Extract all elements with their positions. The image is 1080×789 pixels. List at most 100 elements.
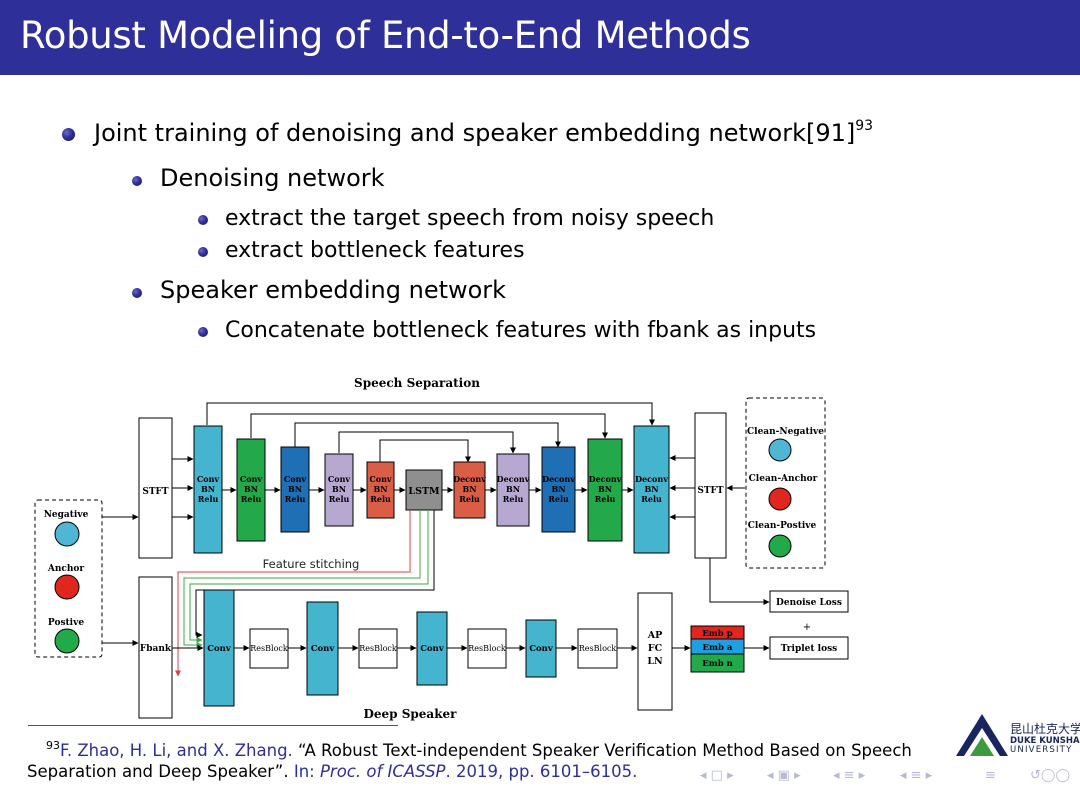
deconv-block-label: Relu	[641, 494, 662, 504]
logo-english-line-1: DUKE KUNSHAN	[1010, 736, 1080, 746]
footnote-in-label: In:	[293, 762, 315, 781]
stft-right-box	[694, 412, 727, 559]
nav-prev-section-icon[interactable]: ◂ ▣ ▸	[767, 768, 801, 783]
conv-block-label: Conv	[197, 474, 220, 484]
conv-block-label: BN	[244, 484, 258, 494]
encoder-conv-block-1	[193, 425, 223, 554]
speaker-resblock-1	[249, 628, 289, 669]
ap-fc-ln-box	[637, 592, 673, 711]
deconv-block-label: Deconv	[453, 474, 486, 484]
footnote-authors: F. Zhao, H. Li, and X. Zhang.	[60, 741, 293, 760]
emb-n-box	[690, 653, 745, 673]
deconv-block-label: Deconv	[635, 474, 668, 484]
stft-left-label: STFT	[142, 487, 169, 497]
postive-dot	[54, 628, 80, 654]
speaker-resblock-3	[467, 628, 507, 669]
conv-block-label: Conv	[328, 474, 351, 484]
emb-n-label: Emb n	[702, 659, 733, 669]
bullet-joint-training: Joint training of denoising and speaker …	[94, 118, 874, 147]
lstm-label: LSTM	[408, 486, 440, 497]
conv-block-label: BN	[201, 484, 215, 494]
conv-block-label: Relu	[370, 494, 391, 504]
fc-label: FC	[648, 643, 663, 654]
speaker-conv-label: Conv	[207, 644, 232, 654]
conv-block-label: Conv	[284, 474, 307, 484]
denoise-loss-arrow	[709, 558, 770, 605]
skip-connection-3	[294, 422, 561, 448]
nav-search-icon[interactable]: ↺◯◯	[1030, 768, 1070, 783]
conv-block-label: BN	[373, 484, 387, 494]
nav-prev-subsection-icon[interactable]: ◂ ≡ ▸	[833, 768, 866, 783]
bullet-extract-bottleneck: extract bottleneck features	[225, 238, 525, 263]
ap-label: AP	[647, 630, 663, 641]
deconv-block-label: Deconv	[497, 474, 530, 484]
speaker-resblock-2	[358, 628, 398, 669]
feature-stitching-label: Feature stitching	[263, 557, 360, 571]
nav-outline-icon[interactable]: ◂ ≡ ▸	[900, 768, 933, 783]
emb-p-label: Emb p	[702, 629, 732, 639]
logo-english-line-2: UNIVERSITY	[1010, 745, 1073, 755]
clean-negative-label: Clean-Negative	[747, 427, 824, 437]
deconv-block-label: Relu	[548, 494, 569, 504]
anchor-label: Anchor	[47, 564, 85, 574]
footnote-number: 93	[46, 739, 60, 752]
decoder-deconv-block-3	[541, 446, 576, 533]
triplet-loss-box	[769, 636, 849, 660]
speaker-conv-label: Conv	[529, 644, 554, 654]
speaker-resblock-label: ResBlock	[359, 644, 397, 653]
nav-prev-frame-icon[interactable]: ◂ □ ▸	[700, 768, 734, 783]
footnote-line-2: Separation and Deep Speaker”. In: Proc. …	[27, 762, 637, 781]
speaker-conv-label: Conv	[420, 644, 445, 654]
feature-stitching-red-line	[175, 510, 411, 677]
conv-block-label: BN	[288, 484, 302, 494]
slide-title: Robust Modeling of End-to-End Methods	[20, 14, 751, 57]
bullet-l2-icon	[132, 288, 142, 298]
speech-separation-label: Speech Separation	[354, 376, 480, 390]
conv-block-label: Conv	[240, 474, 263, 484]
skip-connection-2	[250, 413, 608, 439]
speaker-conv-block-1	[203, 589, 235, 707]
conv-block-label: Relu	[329, 494, 350, 504]
deep-speaker-label: Deep Speaker	[364, 707, 458, 721]
deconv-block-label: BN	[551, 484, 565, 494]
skip-connection-1	[206, 402, 655, 426]
ln-label: LN	[647, 656, 663, 667]
deconv-block-label: Relu	[503, 494, 524, 504]
decoder-deconv-block-5	[633, 425, 670, 554]
feature-stitching-green-line-1	[183, 510, 421, 648]
clean-postive-dot	[768, 534, 792, 558]
negative-label: Negative	[44, 510, 89, 520]
fbank-label: Fbank	[140, 644, 172, 654]
noisy-inputs-box	[34, 499, 103, 658]
architecture-diagram: Speech Separation Deep Speaker STFT LSTM…	[34, 376, 849, 721]
feature-stitching-black-line	[195, 510, 435, 638]
skip-connection-4	[338, 431, 516, 454]
bullet-l3-icon	[198, 247, 208, 257]
triplet-loss-label: Triplet loss	[781, 644, 838, 654]
conv-block-label: Relu	[241, 494, 262, 504]
bullet-l1-icon	[62, 128, 75, 141]
deconv-block-label: BN	[506, 484, 520, 494]
bullet-l3-icon	[198, 327, 208, 337]
speaker-resblock-label: ResBlock	[579, 644, 617, 653]
stft-right-label: STFT	[697, 486, 724, 496]
clean-negative-dot	[768, 438, 792, 462]
clean-anchor-dot	[768, 487, 792, 511]
denoise-loss-label: Denoise Loss	[776, 598, 842, 608]
negative-dot	[54, 521, 80, 547]
clean-anchor-label: Clean-Anchor	[749, 474, 818, 484]
speaker-conv-label: Conv	[311, 644, 336, 654]
title-bar: Robust Modeling of End-to-End Methods	[0, 0, 1080, 75]
bullet-concatenate: Concatenate bottleneck features with fba…	[225, 318, 817, 343]
emb-a-label: Emb a	[703, 643, 733, 653]
deconv-block-label: Relu	[595, 494, 616, 504]
postive-label: Postive	[48, 618, 84, 628]
nav-align-icon[interactable]: ≡	[985, 768, 996, 783]
conv-block-label: Relu	[198, 494, 219, 504]
footnote-rule	[28, 725, 398, 726]
footnote-title-part: “A Robust Text-independent Speaker Verif…	[298, 741, 912, 760]
anchor-dot	[54, 574, 80, 600]
deconv-block-label: Deconv	[589, 474, 622, 484]
logo-chinese-name: 昆山杜克大学	[1010, 722, 1080, 736]
footnote-line-1: 93F. Zhao, H. Li, and X. Zhang. “A Robus…	[46, 739, 912, 760]
